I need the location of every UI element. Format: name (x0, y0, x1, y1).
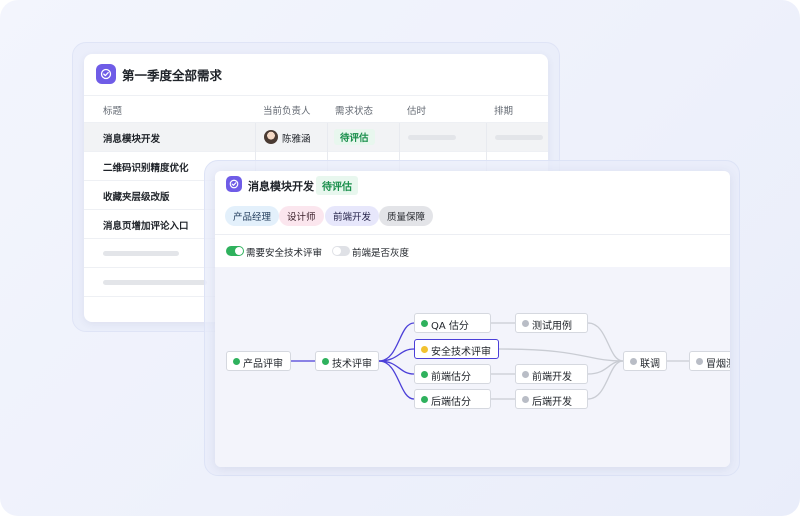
frontend-gray-release-toggle[interactable] (332, 246, 350, 256)
node-label: 联调 (640, 359, 660, 370)
avatar (264, 130, 278, 144)
status-dot (630, 358, 637, 365)
flow-node-qa-estimate[interactable]: QA 估分 (414, 313, 491, 333)
flow-node-integration[interactable]: 联调 (623, 351, 667, 371)
row-title: 消息页增加评论入口 (103, 221, 189, 232)
list-title: 第一季度全部需求 (122, 68, 223, 83)
column-header-status[interactable]: 需求状态 (335, 106, 374, 117)
row-title: 消息模块开发 (103, 134, 161, 145)
estimate-placeholder-bar (408, 135, 456, 140)
node-label: 后端估分 (431, 397, 471, 408)
column-header-owner[interactable]: 当前负责人 (263, 106, 311, 117)
detail-title: 消息模块开发 (248, 180, 314, 193)
row-title: 收藏夹层级改版 (103, 192, 170, 203)
column-header-schedule[interactable]: 排期 (494, 106, 514, 117)
list-header: 第一季度全部需求 (84, 54, 548, 94)
tag-product-manager[interactable]: 产品经理 (225, 206, 280, 226)
status-dot (322, 358, 329, 365)
check-circle-icon (226, 176, 242, 192)
workflow-diagram: 产品评审 技术评审 QA 估分 安全技术评审 前端估分 后端估分 (215, 267, 730, 467)
status-dot (421, 396, 428, 403)
status-dot (522, 320, 529, 327)
node-label: 冒烟测 (706, 359, 730, 370)
status-dot (522, 371, 529, 378)
tag-designer[interactable]: 设计师 (279, 206, 324, 226)
node-label: QA 估分 (431, 321, 469, 332)
status-dot (233, 358, 240, 365)
placeholder-bar (103, 251, 179, 256)
column-divider (399, 123, 400, 152)
column-header-estimate[interactable]: 估时 (407, 106, 427, 117)
security-review-toggle[interactable] (226, 246, 244, 256)
detail-header: 消息模块开发 待评估 产品经理 设计师 前端开发 质量保障 (215, 171, 730, 235)
status-dot (696, 358, 703, 365)
node-label: 技术评审 (332, 359, 372, 370)
status-badge[interactable]: 待评估 (316, 176, 358, 195)
row-title: 二维码识别精度优化 (103, 163, 189, 174)
check-circle-icon (96, 64, 116, 84)
flow-node-frontend-estimate[interactable]: 前端估分 (414, 364, 491, 384)
flow-node-security-review[interactable]: 安全技术评审 (414, 339, 499, 359)
status-badge[interactable]: 待评估 (334, 129, 375, 145)
requirement-detail-card: 消息模块开发 待评估 产品经理 设计师 前端开发 质量保障 需要安全技术评审 前… (215, 171, 730, 467)
toggle-label: 需要安全技术评审 (246, 248, 323, 259)
status-dot (421, 371, 428, 378)
schedule-placeholder-bar (495, 135, 543, 140)
flow-node-frontend-dev[interactable]: 前端开发 (515, 364, 588, 384)
node-label: 测试用例 (532, 321, 572, 332)
column-divider (486, 123, 487, 152)
flow-node-test-cases[interactable]: 测试用例 (515, 313, 588, 333)
options-row: 需要安全技术评审 前端是否灰度 (215, 235, 730, 267)
flow-node-tech-review[interactable]: 技术评审 (315, 351, 379, 371)
flow-node-product-review[interactable]: 产品评审 (226, 351, 291, 371)
placeholder-bar (103, 280, 207, 285)
node-label: 安全技术评审 (431, 347, 491, 358)
table-row[interactable]: 消息模块开发 陈雅涵 待评估 (84, 123, 548, 152)
column-divider (327, 123, 328, 152)
table-header-row: 标题 当前负责人 需求状态 估时 排期 (84, 95, 548, 123)
tag-frontend-dev[interactable]: 前端开发 (325, 206, 380, 226)
node-label: 产品评审 (243, 359, 283, 370)
workflow-edges (291, 322, 689, 400)
flow-node-backend-dev[interactable]: 后端开发 (515, 389, 588, 409)
node-label: 前端估分 (431, 372, 471, 383)
toggle-label: 前端是否灰度 (352, 248, 410, 259)
node-label: 前端开发 (532, 372, 572, 383)
column-header-title[interactable]: 标题 (103, 106, 123, 117)
flow-node-smoke-test[interactable]: 冒烟测 (689, 351, 730, 371)
owner-name: 陈雅涵 (282, 134, 311, 145)
flow-node-backend-estimate[interactable]: 后端估分 (414, 389, 491, 409)
column-divider (255, 123, 256, 152)
tag-quality-assurance[interactable]: 质量保障 (379, 206, 434, 226)
status-dot (421, 320, 428, 327)
node-label: 后端开发 (532, 397, 572, 408)
status-dot (421, 346, 428, 353)
status-dot (522, 396, 529, 403)
